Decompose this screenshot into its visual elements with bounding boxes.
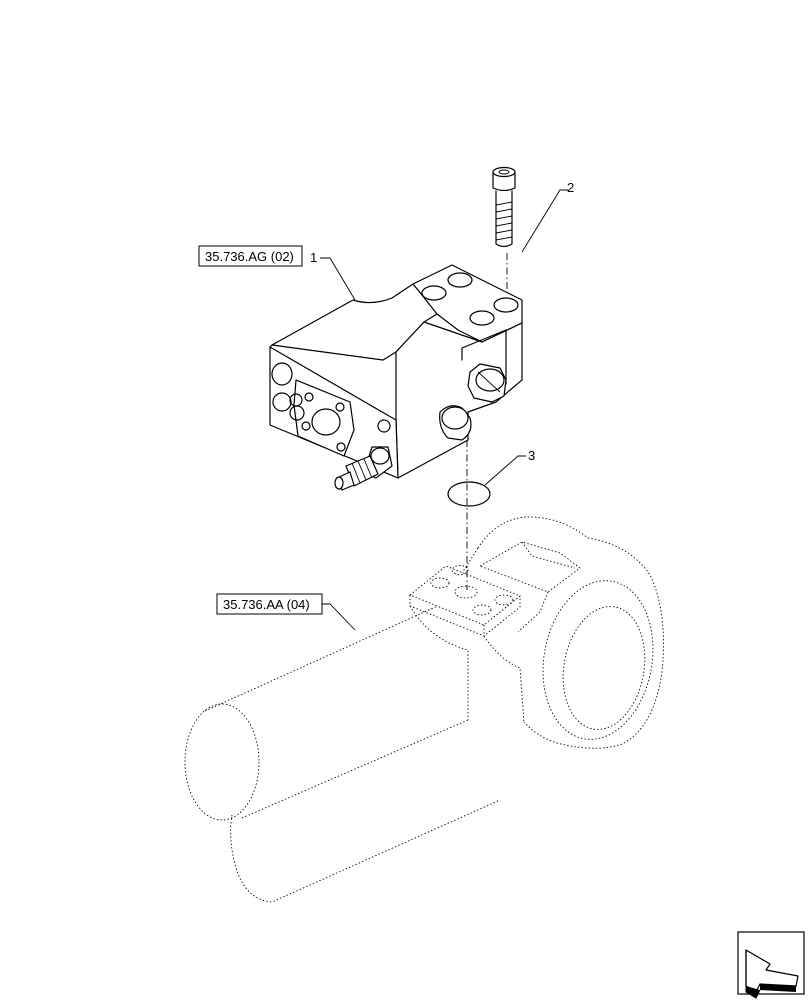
leader-cylinder	[322, 603, 356, 631]
cylinder-top-edge	[204, 603, 443, 712]
barrel-outer-ring	[542, 580, 654, 740]
cap-screw	[492, 166, 516, 248]
valve-port-plate	[293, 379, 355, 457]
mounting-pad	[409, 565, 521, 626]
boss-side	[517, 591, 549, 633]
hex-plug-right	[467, 363, 507, 403]
pad-hole-3	[472, 604, 492, 616]
cylinder-left-end	[184, 703, 260, 821]
cylinder-bottom-curve	[230, 799, 501, 903]
pad-hole-1	[430, 577, 450, 589]
callout-1: 1	[310, 250, 317, 265]
cylinder-assembly	[184, 516, 664, 903]
screw-socket	[498, 169, 510, 175]
ref-cylinder-text: 35.736.AA (04)	[223, 597, 310, 612]
valve-right-face	[395, 321, 523, 479]
pad-hole-2	[451, 565, 469, 575]
flange-hole-1	[421, 285, 447, 301]
screw-head	[492, 171, 516, 192]
ref-box-cylinder[interactable]: 35.736.AA (04)	[216, 593, 323, 615]
pad-port-center	[454, 585, 478, 599]
centerlines	[466, 253, 508, 590]
flange-hole-4	[493, 297, 519, 313]
ref-box-valve[interactable]: 35.736.AG (02)	[198, 245, 303, 267]
flange-hole-2	[447, 272, 473, 288]
barrel-inner-ring	[562, 606, 646, 730]
boss-wedge-edge	[521, 541, 576, 569]
round-plug	[439, 405, 472, 441]
port-plate-main-port	[311, 408, 341, 436]
adjuster-fitting	[334, 446, 393, 491]
valve-top-face	[271, 283, 438, 361]
valve-port-left-mid	[272, 392, 292, 412]
flange-hole-3	[469, 310, 495, 326]
cylinder-mid-edge	[241, 719, 469, 819]
barrel-housing	[477, 516, 664, 749]
ref-valve-text: 35.736.AG (02)	[205, 249, 294, 264]
o-ring	[447, 481, 491, 507]
arrow-left-icon[interactable]	[737, 931, 805, 999]
screw-thread	[495, 201, 513, 241]
leader-2	[521, 189, 568, 253]
valve-port-left-top	[271, 362, 293, 386]
callout-2: 2	[567, 180, 574, 195]
boss-wedge	[479, 541, 581, 593]
leaders	[320, 189, 568, 631]
valve-block	[269, 264, 523, 491]
leader-1	[320, 257, 356, 301]
leader-3	[484, 455, 526, 486]
callout-3: 3	[528, 448, 535, 463]
pad-hole-4	[494, 594, 514, 606]
